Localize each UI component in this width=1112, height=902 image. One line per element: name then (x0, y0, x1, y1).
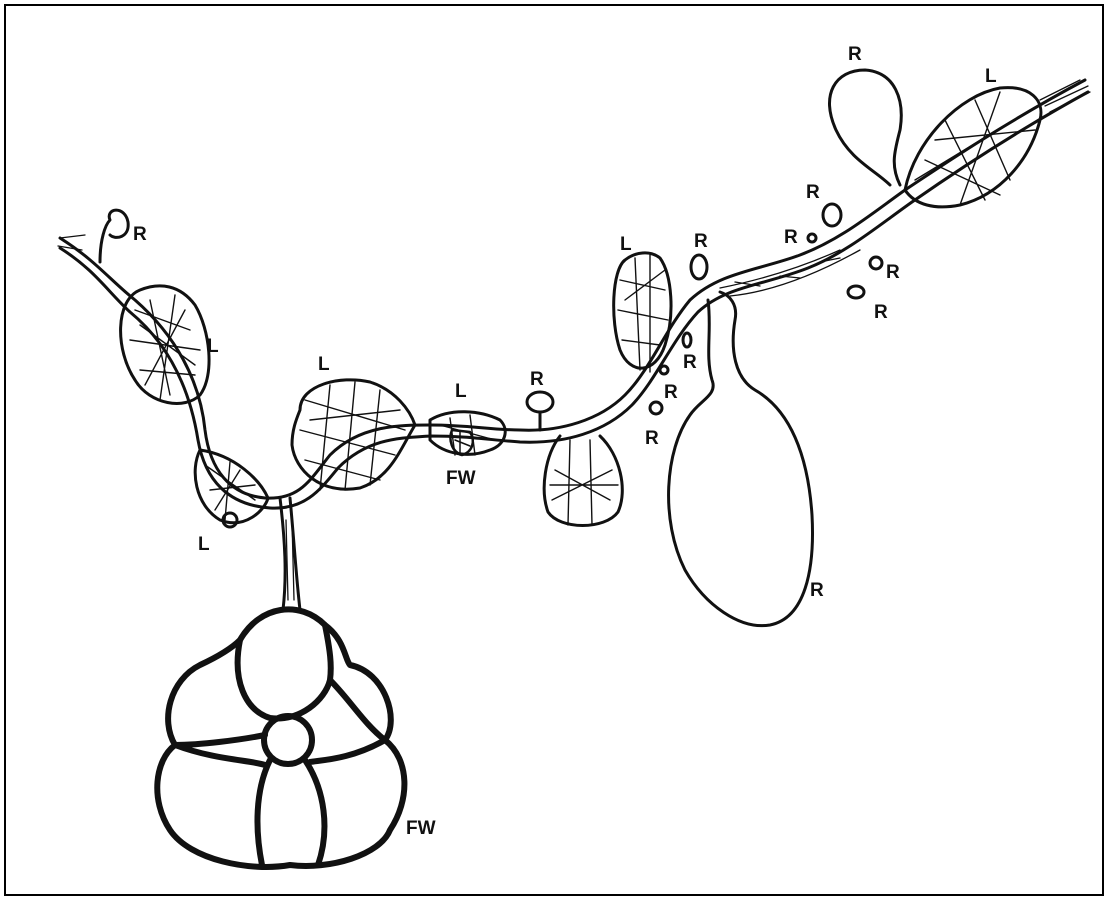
label-l: L (207, 336, 219, 357)
label-l: L (455, 381, 467, 402)
label-r: R (133, 224, 147, 245)
label-fw: FW (406, 818, 436, 839)
lymph-node-5 (614, 253, 671, 372)
label-l: L (985, 66, 997, 87)
label-l: L (318, 354, 330, 375)
label-r: R (645, 428, 659, 449)
lymph-node-3 (292, 380, 415, 490)
label-r: R (810, 580, 824, 601)
label-l: L (198, 534, 210, 555)
figure-labels: R L L L L FW R L R R R R R R R R R L R F… (133, 44, 997, 839)
label-r: R (784, 227, 798, 248)
label-r: R (886, 262, 900, 283)
root-buds-small (100, 204, 882, 527)
label-r: R (683, 352, 697, 373)
pouch-node (544, 436, 622, 526)
label-r: R (664, 382, 678, 403)
root-balloon-top (829, 70, 901, 185)
label-l: L (620, 234, 632, 255)
label-r: R (806, 182, 820, 203)
label-fw: FW (446, 468, 476, 489)
label-r: R (874, 302, 888, 323)
food-web-cluster (157, 498, 404, 867)
main-vessel (58, 80, 1090, 508)
label-r: R (530, 369, 544, 390)
label-r: R (848, 44, 862, 65)
label-r: R (694, 231, 708, 252)
lymph-node-4 (430, 412, 505, 455)
